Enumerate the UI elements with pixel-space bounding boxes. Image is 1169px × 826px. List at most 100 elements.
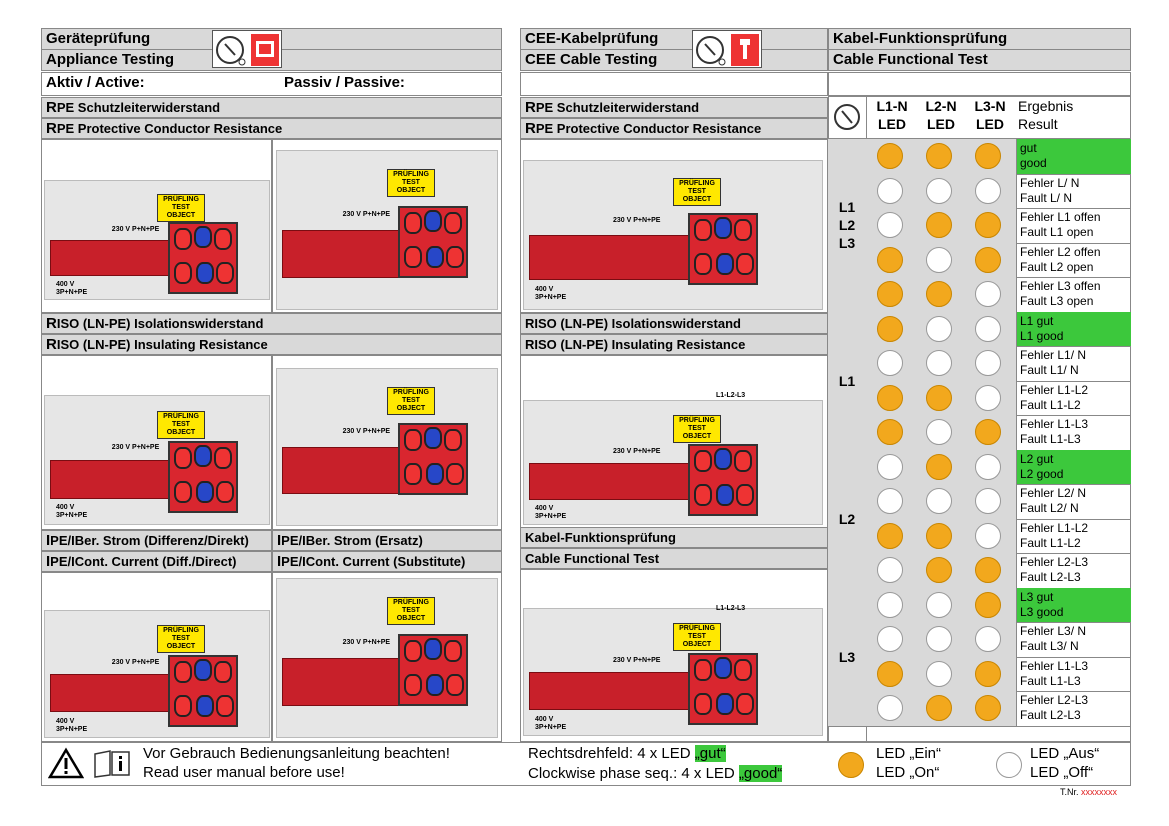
supply-230-label: 230 V P+N+PE <box>613 656 661 664</box>
socket-icon <box>446 463 465 486</box>
supply-400-label-b: 3P+N+PE <box>56 288 88 296</box>
led-off-icon <box>877 591 903 618</box>
result-en: Fault L1-L3 <box>1020 673 1081 688</box>
socket-icon <box>694 218 712 241</box>
led-on-icon <box>877 384 903 411</box>
ipe-direct-title-en: IPE/ICont. Current (Diff./Direct) <box>41 551 272 572</box>
func-title-de: Kabel-Funktionsprüfung <box>828 28 1131 50</box>
socket-icon <box>404 212 423 234</box>
footer <box>41 742 1131 786</box>
tester-device <box>50 460 175 499</box>
result-de: Fehler L1-L3 <box>1020 658 1089 673</box>
led-on-icon <box>926 557 952 583</box>
led-on-icon <box>877 419 903 445</box>
socket-icon <box>734 218 752 241</box>
supply-400-label-b: 3P+N+PE <box>535 513 567 520</box>
led-off-icon <box>975 177 1001 204</box>
result-en: Fault L1-L3 <box>1020 432 1081 446</box>
supply-400-label: 400 V <box>56 504 75 512</box>
result-en: good <box>1020 156 1047 170</box>
socket-icon <box>736 252 754 275</box>
led-on-icon <box>877 660 903 687</box>
socket-icon <box>214 228 233 250</box>
socket-icon <box>196 262 215 284</box>
supply-400-label: 400 V <box>56 280 75 288</box>
group-label: L2 <box>828 449 866 588</box>
led-on-icon <box>926 695 952 721</box>
socket-icon <box>444 640 463 662</box>
supply-400-label: 400 V <box>56 717 75 725</box>
tester-device <box>282 658 405 706</box>
led-on-icon <box>926 453 952 480</box>
socket-icon <box>694 483 712 506</box>
socket-icon <box>194 226 213 248</box>
result-de: L3 gut <box>1020 589 1054 604</box>
tester-device <box>50 674 175 713</box>
tester-device <box>282 447 405 495</box>
supply-400-label-b: 3P+N+PE <box>535 723 567 731</box>
test-object-label: PRÜFLING TEST OBJECT <box>673 415 721 443</box>
supply-400-label-b: 3P+N+PE <box>56 725 88 733</box>
socket-icon <box>694 449 712 472</box>
led-off-icon <box>975 384 1001 411</box>
socket-icon <box>424 210 443 232</box>
led-on-icon <box>975 212 1001 238</box>
socket-icon <box>716 252 734 275</box>
socket-icon <box>404 463 423 486</box>
led-on-legend: LED „Ein“LED „On“ <box>876 745 942 781</box>
socket-icon <box>174 660 193 683</box>
cee-rpe-en: RPE Protective Conductor Resistance <box>520 118 828 139</box>
socket-icon <box>404 640 423 662</box>
led-on-icon <box>877 143 903 169</box>
socket-icon <box>716 692 734 715</box>
test-object-label: PRÜFLING TEST OBJECT <box>673 623 721 652</box>
supply-230-label: 230 V P+N+PE <box>111 444 160 452</box>
result-en: Fault L1/ N <box>1020 363 1079 377</box>
result-de: Fehler L3/ N <box>1020 624 1087 638</box>
result-en: Fault L2/ N <box>1020 501 1079 515</box>
cee-riso-en: RISO (LN-PE) Insulating Resistance <box>520 334 828 355</box>
led-on-legend-icon <box>838 752 864 778</box>
led-off-icon <box>926 660 952 687</box>
result-en: Fault L1 open <box>1020 225 1094 239</box>
result-en: Fault L3 open <box>1020 294 1094 308</box>
result-en: Fault L3/ N <box>1020 639 1079 653</box>
active-label: Aktiv / Active: <box>46 74 145 91</box>
result-de: Fehler L1/ N <box>1020 348 1087 362</box>
cee-riso-de: RISO (LN-PE) Isolationswiderstand <box>520 313 828 334</box>
socket-icon <box>426 463 445 486</box>
table-line <box>828 138 1131 139</box>
socket-icon <box>174 228 193 250</box>
led-on-icon <box>877 522 903 549</box>
led-on-icon <box>926 143 952 169</box>
result-en: Fault L/ N <box>1020 190 1073 205</box>
ipe-subst-title-en: IPE/ICont. Current (Substitute) <box>272 551 502 572</box>
result-de: Fehler L1-L2 <box>1020 382 1089 397</box>
appliance-icon-box <box>212 30 282 68</box>
socket-icon <box>214 446 233 469</box>
phase-seq-label: L1-L2-L3 <box>716 392 746 399</box>
result-en: Fault L2-L3 <box>1020 570 1081 584</box>
part-number: T.Nr. xxxxxxxx <box>1060 787 1118 797</box>
supply-230-label: 230 V P+N+PE <box>613 217 661 224</box>
led-on-icon <box>926 281 952 307</box>
led-off-icon <box>926 626 952 652</box>
supply-230-label: 230 V P+N+PE <box>342 210 391 218</box>
led-on-icon <box>926 384 952 411</box>
led-off-icon <box>926 315 952 342</box>
supply-230-label: 230 V P+N+PE <box>111 658 160 666</box>
result-de: Fehler L2-L3 <box>1020 693 1089 707</box>
led-off-icon <box>877 177 903 204</box>
socket-icon <box>194 658 213 681</box>
led-off-icon <box>975 350 1001 376</box>
led-off-icon <box>926 350 952 376</box>
result-de: Fehler L1 offen <box>1020 210 1101 224</box>
cee-rpe-de: RPE Schutzleiterwiderstand <box>520 97 828 118</box>
